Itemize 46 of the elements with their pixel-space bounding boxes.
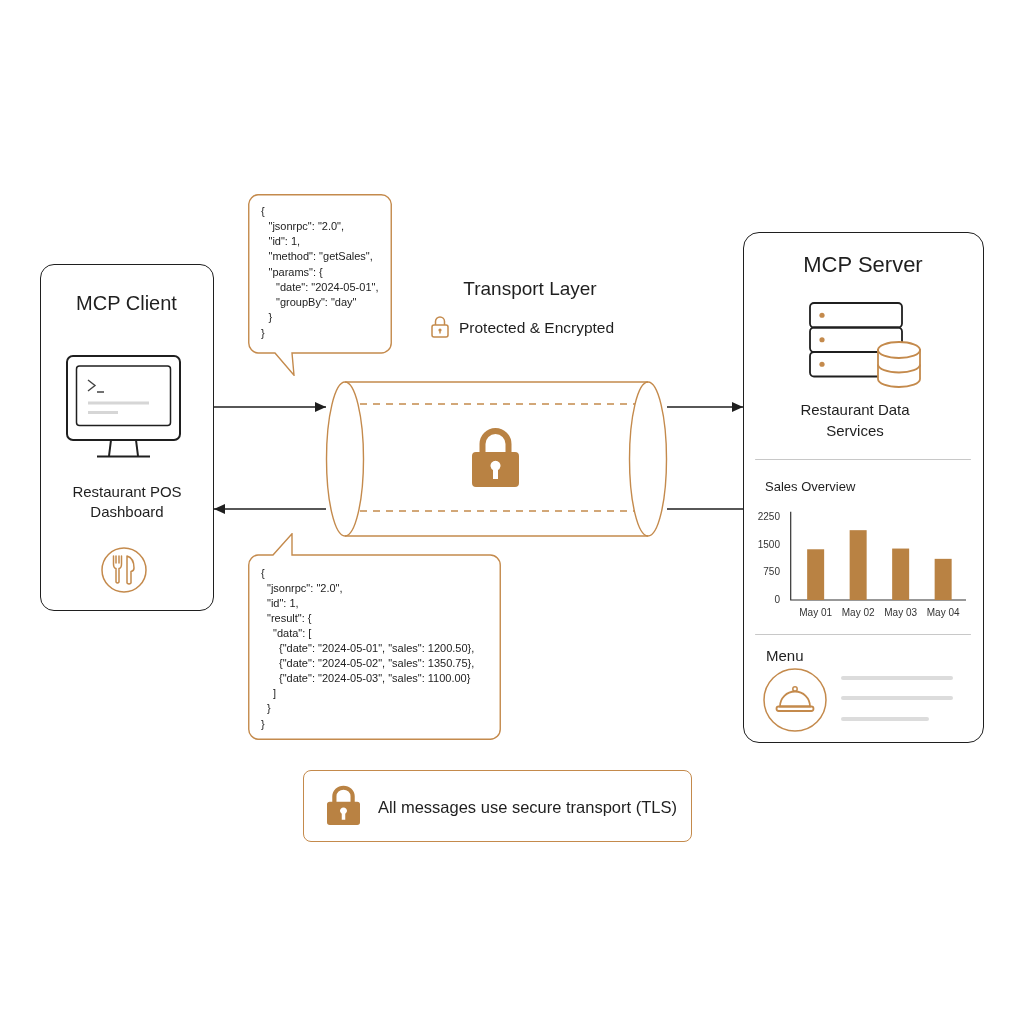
chart-title: Sales Overview — [765, 479, 856, 495]
arrow — [666, 402, 744, 412]
tick-label: May 02 — [840, 607, 876, 619]
panel-caption: Restaurant POS Dashboard — [71, 482, 183, 523]
code-line: { — [261, 204, 265, 218]
panel-title: MCP Server — [802, 252, 924, 279]
panel-caption: Restaurant Data Services — [799, 400, 911, 441]
connector-line — [666, 508, 744, 510]
code-line: { — [261, 566, 265, 580]
speech-bubble — [248, 194, 392, 376]
tick-label: 2250 — [756, 511, 780, 524]
tick-label: May 04 — [925, 607, 961, 619]
speech-bubble — [248, 533, 501, 740]
tick-label: 0 — [773, 594, 780, 606]
client-panel — [40, 264, 214, 611]
code-line: "jsonrpc": "2.0", — [268, 219, 345, 233]
code-line: "date": "2024-05-01", — [276, 280, 379, 294]
arrow — [213, 402, 327, 412]
tick-label: May 03 — [883, 607, 919, 619]
code-line: "method": "getSales", — [268, 250, 373, 264]
code-line: {"date": "2024-05-01", "sales": 1200.50}, — [279, 642, 475, 656]
code-line: } — [261, 717, 265, 731]
code-line: } — [268, 311, 273, 325]
code-line: {"date": "2024-05-02", "sales": 1350.75}, — [279, 657, 475, 671]
layer-subtitle: Protected & Encrypted — [459, 319, 615, 338]
note-text: All messages use secure transport (TLS) — [378, 798, 677, 818]
server-panel — [743, 232, 984, 743]
tick-label: May 01 — [798, 607, 834, 619]
code-line: "result": { — [267, 612, 312, 625]
code-line: {"date": "2024-05-03", "sales": 1100.00} — [279, 672, 471, 686]
layer-title: Transport Layer — [462, 278, 598, 301]
note-box — [303, 770, 692, 842]
code-line: ] — [273, 687, 277, 701]
code-line: "data": [ — [273, 627, 312, 641]
code-line: } — [267, 702, 271, 716]
code-line: } — [261, 326, 265, 340]
tick-label: 750 — [762, 566, 780, 579]
code-line: "id": 1, — [267, 596, 299, 610]
code-line: "jsonrpc": "2.0", — [267, 581, 343, 595]
arrow — [213, 504, 327, 514]
code-line: "groupBy": "day" — [276, 296, 357, 309]
tick-label: 1500 — [756, 538, 780, 551]
section-title: Menu — [766, 647, 804, 665]
code-line: "params": { — [268, 265, 323, 279]
panel-title: MCP Client — [75, 291, 178, 315]
code-line: "id": 1, — [268, 235, 301, 248]
